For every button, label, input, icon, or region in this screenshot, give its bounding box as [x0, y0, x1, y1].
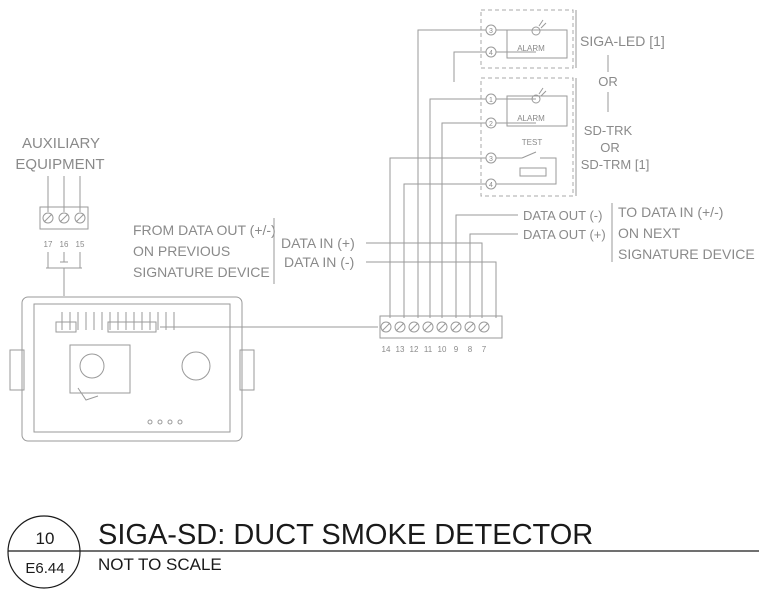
screw-slot-icon — [381, 322, 391, 332]
terminal-number: 11 — [424, 345, 433, 354]
sd-trk-device: 1 2 3 4 ALARM TEST — [480, 77, 577, 197]
data-in-plus-label: DATA IN (+) — [281, 235, 355, 251]
svg-text:4: 4 — [489, 50, 493, 57]
led-rays-icon — [538, 19, 547, 29]
terminal-screw-icon — [450, 321, 462, 333]
sensor-chamber — [69, 344, 131, 394]
sd-trk-box — [480, 77, 574, 197]
detail-number: 10 — [36, 529, 55, 548]
aux-terminal-16: 16 — [60, 240, 69, 249]
alarm-led-icon — [531, 26, 541, 36]
test-switch-icon — [496, 151, 557, 185]
led-rays-icon — [538, 87, 547, 97]
terminal-number: 12 — [410, 345, 419, 354]
sd-trk-alarm-box — [506, 95, 568, 127]
siga-led-device: 3 4 ALARM — [480, 9, 577, 69]
alarm-led-icon — [531, 94, 541, 104]
terminal-number: 14 — [382, 345, 391, 354]
terminal-screw-icon — [464, 321, 476, 333]
mounting-tab — [239, 349, 255, 391]
data-out-plus-label: DATA OUT (+) — [523, 227, 606, 242]
data-in-minus-label: DATA IN (-) — [284, 254, 354, 270]
sd-trm-label: SD-TRM [1] — [581, 157, 650, 172]
siga-led-alarm-box — [506, 29, 568, 59]
from-data-out-label: FROM DATA OUT (+/-) — [133, 222, 276, 238]
terminal-number: 7 — [482, 345, 487, 354]
siga-led-alarm-label: ALARM — [517, 44, 545, 53]
on-next-label: ON NEXT — [618, 225, 681, 241]
svg-text:2: 2 — [489, 121, 493, 128]
aux-terminal-17: 17 — [44, 240, 53, 249]
terminal-screw-icon — [380, 321, 392, 333]
terminal-screw-icon — [394, 321, 406, 333]
terminal-number: 10 — [438, 345, 447, 354]
terminal-screw-icon — [408, 321, 420, 333]
device-wiring — [366, 29, 518, 318]
test-label: TEST — [522, 138, 543, 147]
screw-slot-icon — [409, 322, 419, 332]
terminal-number: 13 — [396, 345, 405, 354]
housing-outline — [21, 296, 243, 442]
terminal-screw-icon — [478, 321, 490, 333]
siga-led-box — [480, 9, 574, 69]
drawing-title: SIGA-SD: DUCT SMOKE DETECTOR — [98, 519, 593, 551]
next-signature-device-label: SIGNATURE DEVICE — [618, 246, 755, 262]
screw-slot-icon — [395, 322, 405, 332]
screw-slot-icon — [451, 322, 461, 332]
sd-trk-alarm-label: ALARM — [517, 114, 545, 123]
aux-terminal-15: 15 — [76, 240, 85, 249]
terminal-screw-icon — [422, 321, 434, 333]
svg-text:3: 3 — [489, 156, 493, 163]
resistor-icon — [519, 167, 547, 177]
detail-bubble — [7, 515, 81, 589]
svg-text:1: 1 — [489, 97, 493, 104]
terminal-screw-icon — [436, 321, 448, 333]
terminal-number: 8 — [468, 345, 473, 354]
sheet-number: E6.44 — [25, 560, 64, 577]
svg-text:3: 3 — [489, 28, 493, 35]
or-label: OR — [598, 74, 618, 89]
detector-housing — [9, 296, 378, 442]
mounting-tab — [9, 349, 25, 391]
auxiliary-terminal-block: 17 16 15 — [39, 176, 89, 296]
on-previous-label: ON PREVIOUS — [133, 243, 230, 259]
sd-trk-label: SD-TRK — [584, 123, 633, 138]
scale-note: NOT TO SCALE — [98, 555, 222, 574]
screw-slot-icon — [465, 322, 475, 332]
auxiliary-label: AUXILIARY — [22, 135, 100, 152]
equipment-label: EQUIPMENT — [15, 156, 104, 173]
terminal-number: 9 — [454, 345, 459, 354]
svg-text:4: 4 — [489, 182, 493, 189]
to-data-in-label: TO DATA IN (+/-) — [618, 204, 723, 220]
sd-trk-or-label: OR — [600, 140, 620, 155]
screw-slot-icon — [423, 322, 433, 332]
screw-slot-icon — [437, 322, 447, 332]
data-out-minus-label: DATA OUT (-) — [523, 208, 602, 223]
reset-button-outline — [181, 351, 211, 381]
signature-device-label: SIGNATURE DEVICE — [133, 264, 270, 280]
screw-slot-icon — [479, 322, 489, 332]
siga-led-label: SIGA-LED [1] — [580, 33, 665, 49]
title-block: 10 E6.44 SIGA-SD: DUCT SMOKE DETECTOR NO… — [7, 515, 759, 589]
